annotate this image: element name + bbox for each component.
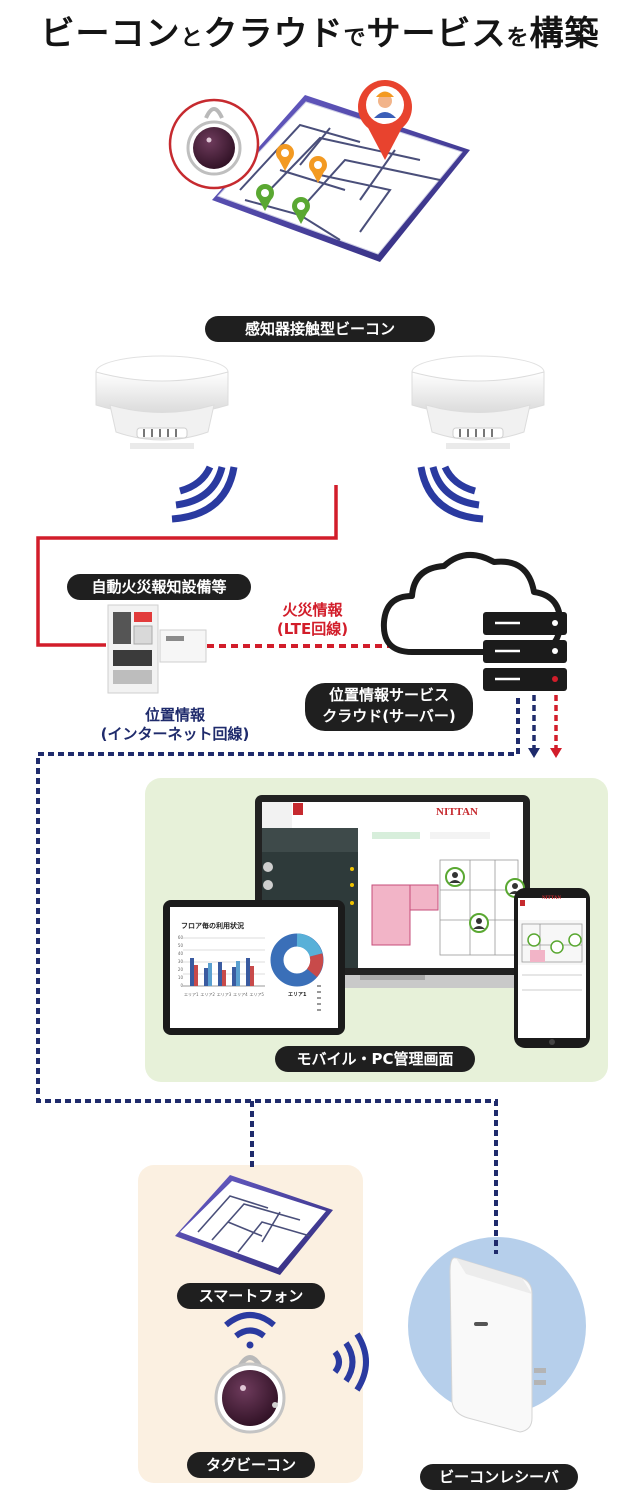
cloud-icon [380,552,564,655]
wireless-signal-icon [332,1332,369,1392]
category-label: エリア5 [249,992,264,997]
title-part: クラウド [203,14,344,54]
map-pin-icon [256,184,274,211]
map-pin-icon [309,156,327,183]
fire-info-line: (LTE回線) [276,620,349,638]
location-info-label: 位置情報 (インターネット回線) [75,706,275,744]
tag-beacon-icon [214,1355,286,1434]
axis-tick: 50 [177,943,183,948]
beacon-receiver-icon [449,1257,546,1433]
title-part: 構築 [529,14,600,54]
fire-alarm-panel-icon [107,604,207,694]
screen-brand: NITTAN [436,806,478,818]
title-part: サービス [366,14,507,54]
title-part: と [180,26,204,51]
tablet-donut-label: エリア1 [288,992,307,998]
axis-tick: 30 [177,959,183,964]
phone-screen-brand: NITTAN [542,896,562,901]
location-info-line: 位置情報 [144,706,205,724]
map-pin-icon [358,80,412,160]
location-cloud-line: クラウド(サーバー) [322,707,456,725]
title-part: ビーコン [40,14,181,54]
fire-alarm-label: 自動火災報知設備等 [67,574,251,600]
category-label: エリア4 [233,992,248,997]
smartphone-icon [514,888,590,1048]
smartphone-map-illustration [175,1175,333,1275]
smartphone-map-illustration [168,80,470,262]
location-cloud-line: 位置情報サービス [328,686,449,704]
wireless-signal-icon [417,465,484,523]
tag-beacon-label: タグビーコン [187,1452,315,1478]
category-label: エリア3 [216,992,232,997]
map-pin-icon [292,197,310,224]
tablet-chart-axis: 60 50 40 30 20 10 0 [174,934,183,990]
axis-tick: 10 [177,975,183,980]
server-icon [483,612,567,691]
smoke-detector-icon [411,355,545,449]
location-cloud-label: 位置情報サービス クラウド(サーバー) [305,683,473,731]
axis-tick: 20 [177,967,183,972]
fire-info-line: 火災情報 [282,601,343,619]
category-label: エリア1 [184,992,199,997]
map-pin-icon [276,144,294,171]
axis-tick: 60 [177,935,183,940]
tablet-icon [163,900,345,1035]
title-part: を [506,26,530,51]
category-label: エリア2 [200,992,215,997]
mobile-pc-screen-label: モバイル・PC管理画面 [275,1046,475,1072]
smoke-detector-icon [95,355,229,449]
tablet-chart-title: フロア毎の利用状況 [181,922,244,930]
page-title: ビーコンとクラウドでサービスを構築 [0,6,640,55]
person-marker-icon [445,867,465,887]
person-marker-icon [469,913,489,933]
axis-tick: 0 [180,983,183,988]
smartphone-label: スマートフォン [177,1283,325,1309]
tablet-chart-categories: エリア1 エリア2 エリア3 エリア4 エリア5 [184,992,264,998]
axis-tick: 40 [177,951,183,956]
beacon-receiver-label: ビーコンレシーバ [420,1464,578,1490]
title-part: で [343,26,367,51]
location-info-line: (インターネット回線) [100,725,250,743]
wireless-signal-icon [171,465,238,523]
fire-info-label: 火災情報 (LTE回線) [250,601,375,639]
wifi-signal-icon [224,1312,276,1349]
detector-beacon-label: 感知器接触型ビーコン [205,316,435,342]
